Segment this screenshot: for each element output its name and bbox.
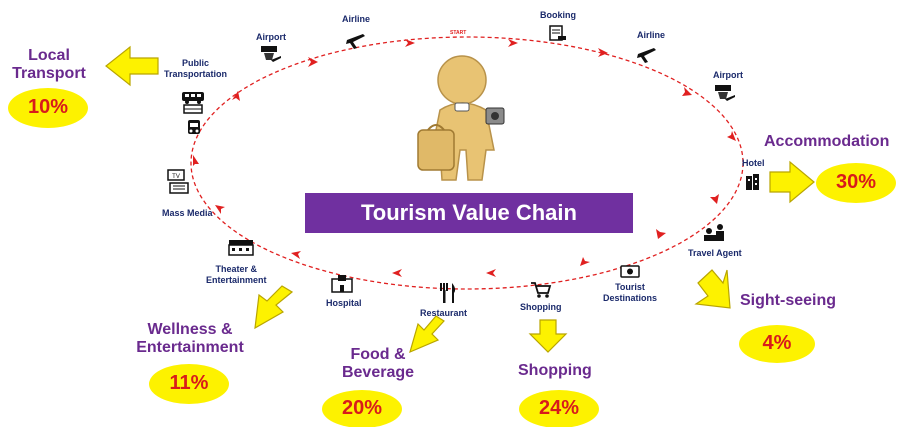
camera-icon bbox=[620, 265, 640, 278]
booking-icon bbox=[549, 25, 566, 41]
node-label-airline-top: Airline bbox=[342, 14, 371, 24]
percent-accommodation: 30% bbox=[835, 171, 877, 193]
chain-arrow bbox=[232, 91, 240, 101]
arrow-accommodation bbox=[769, 160, 815, 204]
svg-text:TV: TV bbox=[172, 174, 180, 180]
oval-accommodation bbox=[816, 163, 896, 203]
node-label-airline-right: Airline bbox=[637, 30, 666, 40]
hotel-icon bbox=[746, 174, 759, 190]
chain-arrow bbox=[291, 251, 301, 259]
category-local-transport: Local Transport bbox=[8, 47, 90, 83]
node-label-public-transport: Public Transportation bbox=[164, 58, 227, 80]
oval-local-transport bbox=[8, 88, 88, 128]
node-label-tourist-line2: Destinations bbox=[603, 293, 658, 303]
percent-wellness: 11% bbox=[169, 372, 209, 394]
train-icon bbox=[188, 120, 200, 134]
chain-arrow bbox=[598, 48, 608, 57]
oval-food bbox=[322, 390, 402, 427]
chain-arrows bbox=[193, 39, 736, 277]
node-label-mass-media: Mass Media bbox=[162, 208, 213, 218]
arrow-wellness bbox=[254, 285, 294, 330]
traveler-figure-icon bbox=[417, 55, 505, 181]
oval-wellness bbox=[149, 364, 229, 404]
category-accommodation: Accommodation bbox=[764, 133, 890, 150]
tv-icon: TV bbox=[167, 169, 185, 181]
value-chain-loop bbox=[190, 36, 744, 290]
theater-icon bbox=[228, 240, 254, 256]
node-label-shopping: Shopping bbox=[520, 302, 562, 312]
chain-arrow bbox=[308, 57, 318, 67]
airport-icon bbox=[715, 85, 735, 101]
bus-icon bbox=[182, 92, 204, 104]
percent-food: 20% bbox=[341, 397, 383, 419]
node-label-theater-line1: Theater & bbox=[215, 264, 258, 274]
chain-arrow bbox=[215, 205, 225, 214]
percent-local-transport: 10% bbox=[27, 96, 69, 118]
node-label-theater: Theater & Entertainment bbox=[206, 264, 267, 286]
start-label: START bbox=[450, 30, 467, 36]
shopping-cart-icon bbox=[531, 282, 552, 298]
oval-shopping bbox=[519, 390, 599, 427]
highlight-ovals bbox=[8, 88, 896, 427]
node-label-hospital: Hospital bbox=[326, 298, 362, 308]
arrow-shopping bbox=[528, 319, 568, 353]
category-food-line1: Food & bbox=[350, 346, 406, 363]
category-sightseeing: Sight-seeing bbox=[740, 292, 837, 309]
plane-icon bbox=[346, 34, 365, 49]
category-food: Food & Beverage bbox=[330, 346, 426, 382]
hospital-icon bbox=[331, 275, 353, 293]
plane-icon bbox=[637, 48, 656, 63]
category-wellness: Wellness & Entertainment bbox=[120, 321, 260, 357]
node-label-restaurant: Restaurant bbox=[420, 308, 468, 318]
newspaper-icon bbox=[169, 182, 189, 194]
node-label-travel-agent: Travel Agent bbox=[688, 248, 742, 258]
fork-knife-icon bbox=[440, 283, 456, 303]
chain-arrow bbox=[405, 39, 415, 47]
travel-agent-icon bbox=[704, 224, 724, 241]
category-wellness-line1: Wellness & bbox=[147, 321, 233, 338]
chain-arrow bbox=[580, 257, 590, 266]
percent-shopping: 24% bbox=[538, 397, 580, 419]
chain-arrow bbox=[392, 269, 402, 277]
category-local-transport-line1: Local bbox=[28, 47, 70, 64]
chain-arrow bbox=[727, 131, 736, 141]
chain-arrow bbox=[656, 229, 666, 239]
arrow-local-transport bbox=[105, 45, 159, 87]
chain-arrow bbox=[710, 194, 719, 204]
arrow-sightseeing bbox=[694, 269, 731, 309]
category-shopping: Shopping bbox=[518, 362, 592, 379]
percent-sightseeing: 4% bbox=[762, 332, 792, 354]
category-wellness-line2: Entertainment bbox=[136, 339, 244, 356]
chain-arrow bbox=[486, 269, 496, 277]
chain-arrow bbox=[508, 39, 518, 47]
node-label-public-line1: Public bbox=[182, 58, 210, 68]
node-label-airport-left: Airport bbox=[256, 32, 286, 42]
category-local-transport-line2: Transport bbox=[12, 65, 86, 82]
node-label-tourist-destinations: Tourist Destinations bbox=[603, 282, 657, 304]
node-label-booking: Booking bbox=[540, 10, 576, 20]
arrow-food bbox=[409, 315, 445, 354]
oval-sightseeing bbox=[739, 325, 815, 363]
chain-arrow bbox=[682, 87, 692, 96]
chain-arrow bbox=[193, 155, 199, 166]
node-label-hotel: Hotel bbox=[742, 158, 765, 168]
node-label-tourist-line1: Tourist bbox=[615, 282, 645, 292]
node-label-theater-line2: Entertainment bbox=[206, 275, 267, 285]
node-label-public-line2: Transportation bbox=[164, 69, 228, 79]
tram-icon bbox=[183, 104, 203, 114]
category-food-line2: Beverage bbox=[341, 364, 415, 381]
node-label-airport-right: Airport bbox=[713, 70, 743, 80]
yellow-arrows bbox=[105, 45, 815, 354]
airport-icon bbox=[261, 46, 281, 62]
diagram-title: Tourism Value Chain bbox=[305, 193, 633, 233]
